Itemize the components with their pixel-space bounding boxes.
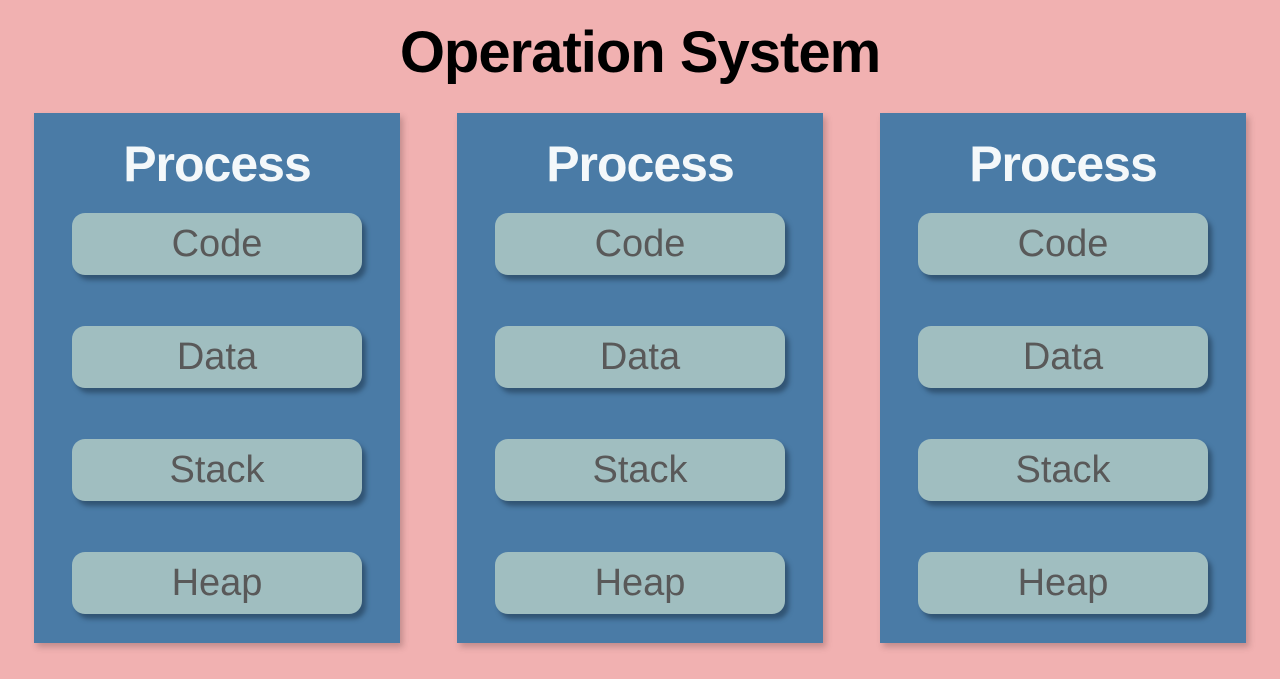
process-title: Process [123,136,312,192]
memory-block-heap: Heap [72,552,362,614]
process-box-3: Process Code Data Stack Heap [880,113,1246,643]
memory-block-data: Data [495,326,785,388]
diagram-header: Operation System [0,0,1280,113]
memory-block-stack: Stack [918,439,1208,501]
memory-block-data: Data [72,326,362,388]
process-box-1: Process Code Data Stack Heap [34,113,400,643]
process-row: Process Code Data Stack Heap Process Cod… [0,113,1280,643]
memory-block-stack: Stack [495,439,785,501]
memory-block-code: Code [72,213,362,275]
diagram-title: Operation System [399,20,881,85]
process-box-2: Process Code Data Stack Heap [457,113,823,643]
process-title: Process [546,136,735,192]
memory-block-heap: Heap [495,552,785,614]
memory-block-heap: Heap [918,552,1208,614]
memory-block-code: Code [495,213,785,275]
memory-block-stack: Stack [72,439,362,501]
memory-block-code: Code [918,213,1208,275]
memory-block-data: Data [918,326,1208,388]
process-title: Process [969,136,1158,192]
